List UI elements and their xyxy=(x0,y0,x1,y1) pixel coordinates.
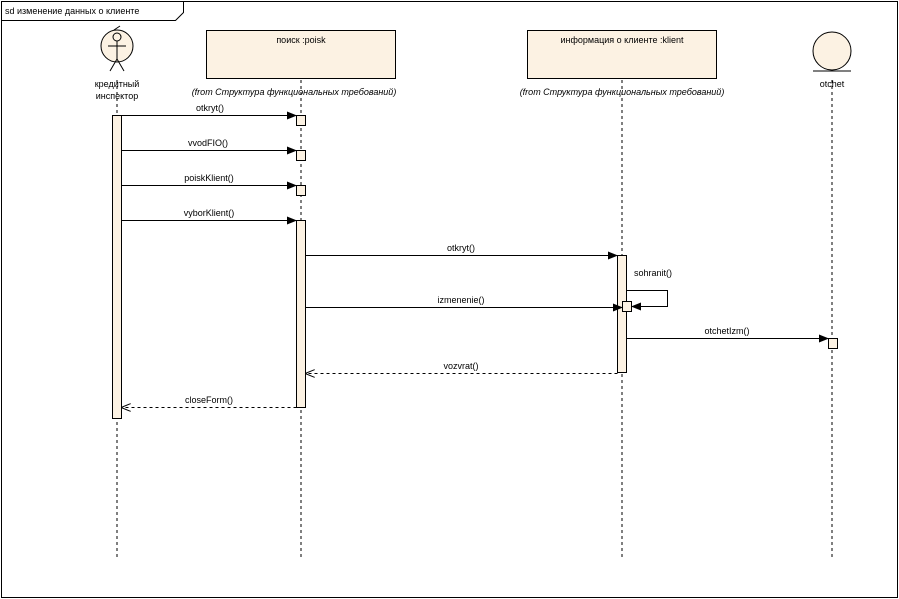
object-note-klient: (from Структура функциональных требовани… xyxy=(520,87,725,97)
object-box-klient xyxy=(527,30,717,79)
message-label-otkryt-2: otkryt() xyxy=(447,243,475,253)
activation-actor xyxy=(112,115,122,419)
object-note-poisk: (from Структура функциональных требовани… xyxy=(192,87,397,97)
frame-title-tab xyxy=(1,1,184,21)
message-label-poiskKlient: poiskKlient() xyxy=(184,173,234,183)
actor-label-line1: кредитный xyxy=(95,79,140,89)
object-box-poisk xyxy=(206,30,396,79)
message-arrow-sohranit xyxy=(626,290,668,311)
entity-label: otchet xyxy=(820,79,845,89)
stick-figure-actor-icon xyxy=(100,25,134,72)
message-label-sohranit: sohranit() xyxy=(634,268,672,278)
message-label-vozvrat: vozvrat() xyxy=(443,361,478,371)
activation-klient-self xyxy=(622,301,632,312)
message-label-izmenenie: izmenenie() xyxy=(437,295,484,305)
activation-poisk-3 xyxy=(296,185,306,196)
object-name-poisk: поиск :poisk xyxy=(276,35,326,45)
activation-klient xyxy=(617,255,627,373)
activation-poisk-4 xyxy=(296,220,306,408)
entity-circle-icon xyxy=(812,31,852,72)
message-label-vyborKlient: vyborKlient() xyxy=(184,208,235,218)
message-label-otkryt-1: otkryt() xyxy=(196,103,224,113)
activation-otchet xyxy=(828,338,838,349)
activation-poisk-1 xyxy=(296,115,306,126)
message-label-vvodFIO: vvodFIO() xyxy=(188,138,228,148)
message-label-closeForm: closeForm() xyxy=(185,395,233,405)
actor-label-line2: инспектор xyxy=(96,91,138,101)
object-name-klient: информация о клиенте :klient xyxy=(561,35,684,45)
message-label-otchetIzm: otchetIzm() xyxy=(704,326,749,336)
frame-title: sd изменение данных о клиенте xyxy=(5,6,139,16)
activation-poisk-2 xyxy=(296,150,306,161)
